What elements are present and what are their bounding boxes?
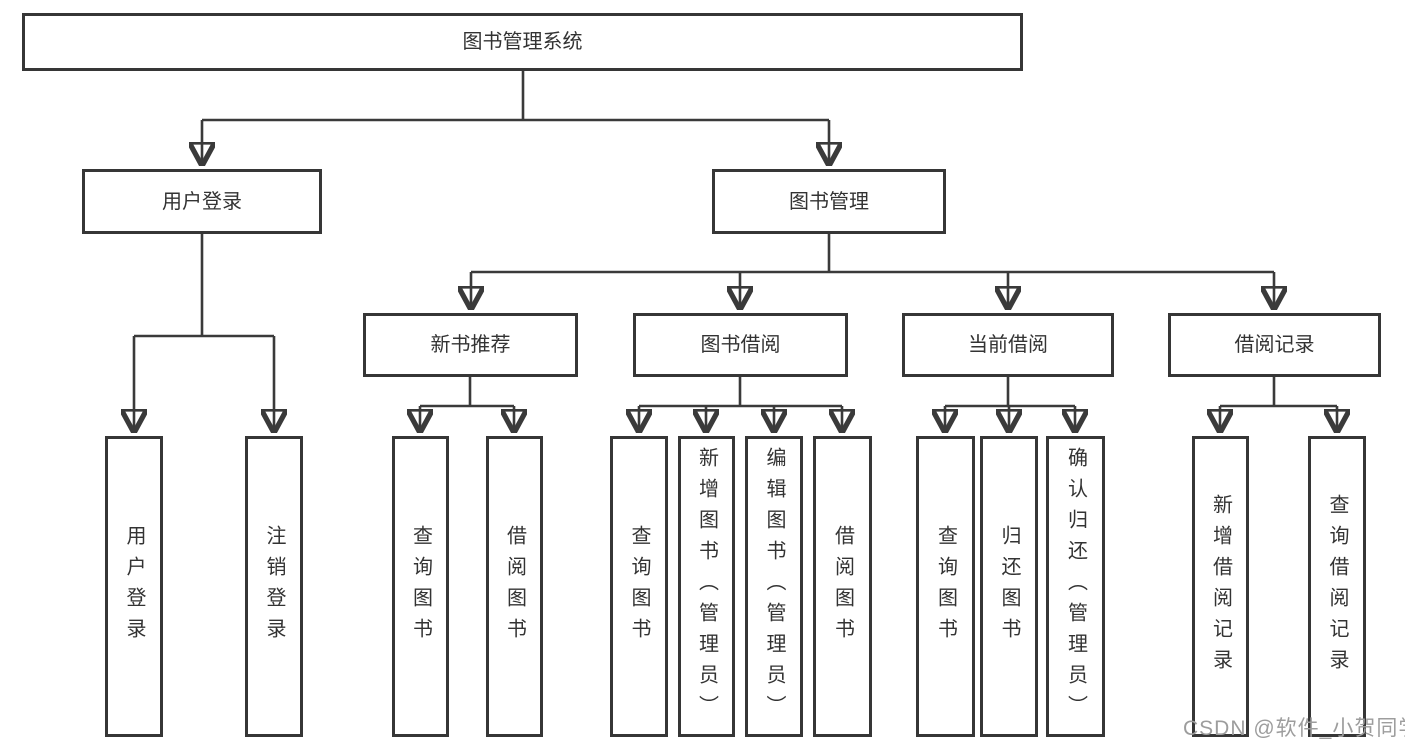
leaf-query-borrow-record: 查询借阅记录 bbox=[1308, 436, 1366, 737]
connector-book-management-to-level3 bbox=[471, 233, 1274, 310]
connector-new-book-to-leaves bbox=[420, 376, 514, 433]
node-book-borrow: 图书借阅 bbox=[633, 313, 848, 377]
node-new-book-recommend: 新书推荐 bbox=[363, 313, 578, 377]
csdn-watermark: CSDN @软件_小贺同学 bbox=[1183, 717, 1405, 740]
leaf-query-books-borrow: 查询图书 bbox=[610, 436, 668, 737]
leaf-query-books-current: 查询图书 bbox=[916, 436, 975, 737]
node-borrow-records: 借阅记录 bbox=[1168, 313, 1381, 377]
node-current-borrow: 当前借阅 bbox=[902, 313, 1114, 377]
connector-current-borrow-to-leaves bbox=[945, 376, 1075, 433]
connector-root-to-level2 bbox=[202, 70, 829, 166]
leaf-add-books-admin: 新增图书（管理员） bbox=[678, 436, 735, 737]
node-book-management: 图书管理 bbox=[712, 169, 946, 234]
leaf-edit-books-admin: 编辑图书（管理员） bbox=[745, 436, 803, 737]
leaf-query-books-recommend: 查询图书 bbox=[392, 436, 449, 737]
connector-user-login-to-leaves bbox=[134, 233, 274, 433]
node-user-login: 用户登录 bbox=[82, 169, 322, 234]
connector-borrow-records-to-leaves bbox=[1220, 376, 1337, 433]
leaf-user-login: 用户登录 bbox=[105, 436, 163, 737]
leaf-add-borrow-record: 新增借阅记录 bbox=[1192, 436, 1249, 737]
leaf-borrow-books: 借阅图书 bbox=[813, 436, 872, 737]
leaf-logout-login: 注销登录 bbox=[245, 436, 303, 737]
connector-book-borrow-to-leaves bbox=[639, 376, 842, 433]
node-root-system: 图书管理系统 bbox=[22, 13, 1023, 71]
leaf-borrow-books-recommend: 借阅图书 bbox=[486, 436, 543, 737]
leaf-return-books: 归还图书 bbox=[980, 436, 1038, 737]
leaf-confirm-return-admin: 确认归还（管理员） bbox=[1046, 436, 1105, 737]
